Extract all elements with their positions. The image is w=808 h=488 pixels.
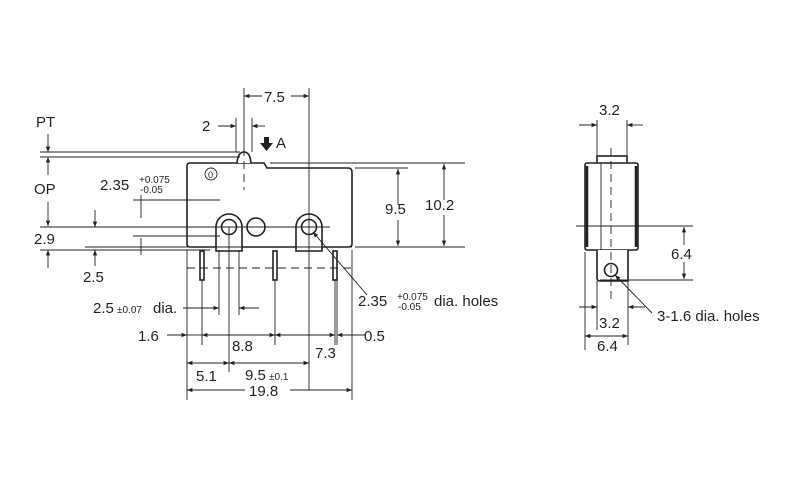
svg-text:±0.1: ±0.1 bbox=[269, 372, 289, 383]
svg-text:+0.075: +0.075 bbox=[139, 175, 170, 186]
dim-bottom-6-4: 6.4 bbox=[597, 338, 618, 355]
holes-2-35: 2.35 bbox=[358, 293, 387, 310]
svg-text:-0.05: -0.05 bbox=[140, 185, 163, 196]
dim-7-3: 7.3 bbox=[315, 345, 336, 362]
holes-note: dia. holes bbox=[434, 293, 498, 310]
side-view: 3.2 6.4 3.2 6.4 3-1.6 dia. holes bbox=[576, 102, 760, 355]
pin-1 bbox=[199, 250, 205, 281]
down-arrow-icon bbox=[260, 137, 273, 151]
dim-9-5: 9.5 bbox=[385, 201, 406, 218]
svg-text:±0.07: ±0.07 bbox=[117, 305, 142, 316]
dim-9-5-pitch: 9.5 bbox=[245, 367, 266, 384]
svg-text:+0.075: +0.075 bbox=[397, 292, 428, 303]
svg-text:-0.05: -0.05 bbox=[398, 302, 421, 313]
dim-2: 2 bbox=[202, 118, 210, 135]
dim-6-4-vertical: 6.4 bbox=[671, 246, 692, 263]
front-view: 0 7.5 2 bbox=[34, 88, 498, 400]
pt-label: PT bbox=[36, 114, 55, 131]
dim-1-6: 1.6 bbox=[138, 328, 159, 345]
dim-2-9: 2.9 bbox=[34, 231, 55, 248]
dim-2-5-dia: 2.5 bbox=[93, 300, 114, 317]
side-body bbox=[584, 162, 639, 251]
logo-mark-icon bbox=[204, 167, 218, 181]
dim-bottom-3-2: 3.2 bbox=[599, 315, 620, 332]
side-holes-note: 3-1.6 dia. holes bbox=[657, 308, 760, 325]
dim-5-1: 5.1 bbox=[196, 368, 217, 385]
pin-2 bbox=[272, 250, 278, 281]
svg-text:0: 0 bbox=[208, 170, 213, 180]
dim-2-35: 2.35 bbox=[100, 177, 129, 194]
dim-7-5: 7.5 bbox=[264, 89, 285, 106]
op-label: OP bbox=[34, 181, 56, 198]
dim-8-8: 8.8 bbox=[232, 338, 253, 355]
dim-top-3-2: 3.2 bbox=[599, 102, 620, 119]
dim-10-2: 10.2 bbox=[425, 197, 454, 214]
dim-19-8: 19.8 bbox=[249, 383, 278, 400]
svg-text:dia.: dia. bbox=[153, 300, 177, 317]
direction-a-label: A bbox=[276, 135, 286, 152]
dim-2-5: 2.5 bbox=[83, 269, 104, 286]
dim-0-5: 0.5 bbox=[364, 328, 385, 345]
